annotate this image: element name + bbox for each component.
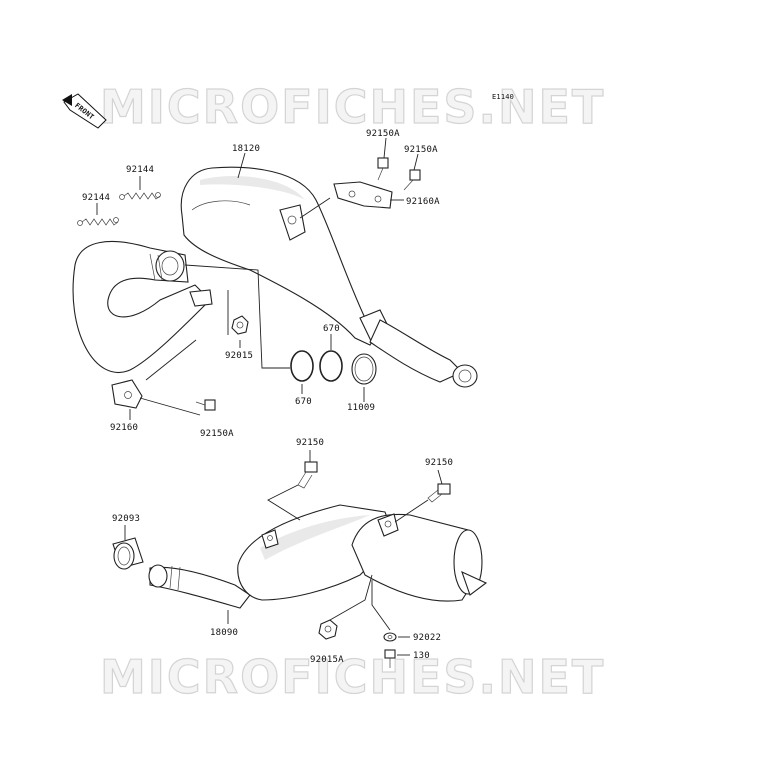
spring-upper [119, 192, 161, 200]
label-11009: 11009 [347, 403, 375, 413]
bolt-130 [384, 649, 396, 668]
label-92015: 92015 [225, 351, 253, 361]
label-92015A: 92015A [310, 655, 344, 665]
o-ring-670-b [319, 350, 343, 382]
bolt-92150A-top2 [403, 169, 421, 191]
label-670-a: 670 [323, 324, 340, 334]
header-pipe [72, 241, 213, 373]
label-92150A-top2: 92150A [404, 145, 438, 155]
leader-lines-upper [96, 137, 419, 420]
bolt-92150-a [297, 461, 318, 489]
o-ring-670-a [290, 350, 314, 382]
label-130: 130 [413, 651, 430, 661]
diagram-code: E1140 [492, 93, 514, 101]
bracket-92160 [111, 379, 143, 409]
label-92150-b: 92150 [425, 458, 453, 468]
watermark-top: MICROFICHES.NET [100, 80, 605, 134]
label-92144-b: 92144 [82, 193, 110, 203]
front-arrow-icon [62, 93, 107, 129]
label-92150A-top: 92150A [366, 129, 400, 139]
label-92160: 92160 [110, 423, 138, 433]
nut-92015A [318, 619, 338, 640]
label-92150-a: 92150 [296, 438, 324, 448]
silencer-assembly [148, 504, 488, 609]
washer-92022 [383, 632, 397, 642]
label-92150A-bottom: 92150A [200, 429, 234, 439]
bolt-92150-b [427, 483, 451, 503]
label-92144-a: 92144 [126, 165, 154, 175]
collar-92093 [112, 537, 144, 570]
watermark-bottom: MICROFICHES.NET [100, 650, 605, 704]
spring-lower [77, 217, 119, 226]
bolt-92150A-top [377, 157, 389, 181]
nut-92015 [231, 315, 249, 335]
label-670-b: 670 [295, 397, 312, 407]
label-92160A: 92160A [406, 197, 440, 207]
leader-lines-lower [124, 450, 443, 656]
label-92022: 92022 [413, 633, 441, 643]
label-18090: 18090 [210, 628, 238, 638]
label-92093: 92093 [112, 514, 140, 524]
gasket-11009 [351, 353, 377, 385]
label-18120: 18120 [232, 144, 260, 154]
bolt-92150A-bottom [195, 399, 216, 411]
expansion-chamber [180, 166, 478, 388]
bracket-92160A [333, 181, 393, 209]
